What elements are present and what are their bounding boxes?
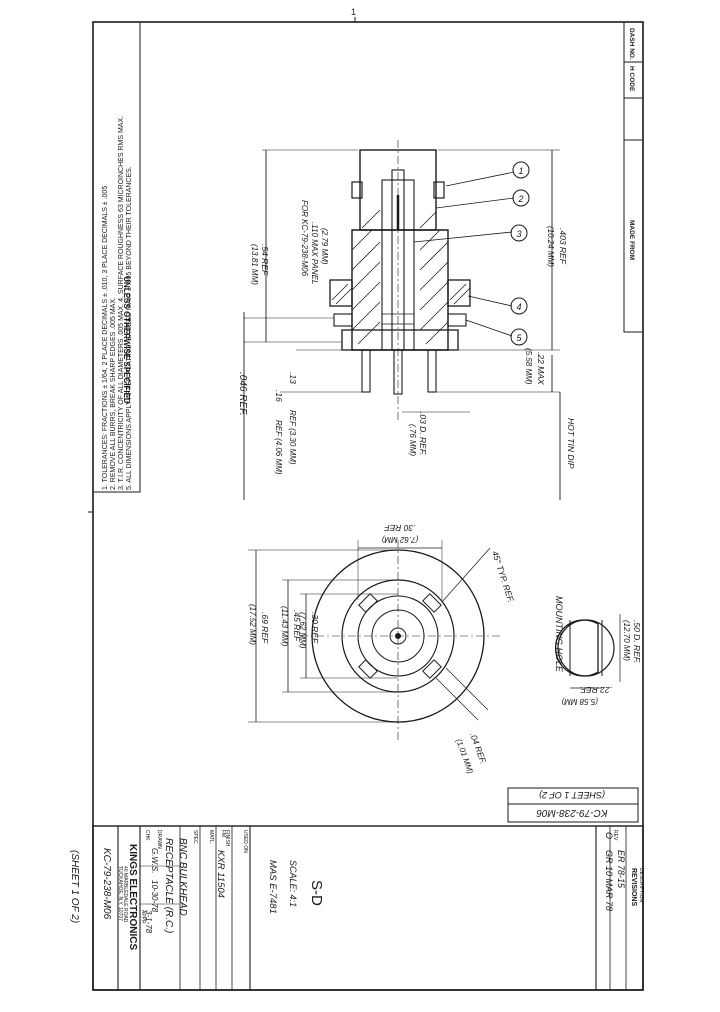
- matl-label: MATL.: [208, 830, 214, 844]
- spec-label: SPEC.: [192, 830, 198, 845]
- company-address-1: 40 MARBLEDALE ROAD: [122, 866, 128, 923]
- finish-label: FINISH: [224, 830, 230, 847]
- overall-height-dim: .403 REF: [558, 228, 568, 265]
- sheet-stamp: (SHEET 1 OF 2) KC-79-238-M06: [507, 787, 639, 823]
- svg-text:4: 4: [516, 302, 521, 312]
- panel-callout-mm: (2.79 MM): [320, 228, 329, 265]
- note-line-4: 5. ALL DIMENSIONS APPLY AFTER PLATING. E…: [126, 166, 133, 490]
- date-drawn: 10-30-78: [150, 880, 159, 913]
- dim-30-top: .30 REF: [384, 523, 416, 533]
- mounting-hole-view: MOUNTING HOLE .50 D. REF. (12.70 MM) .22…: [554, 596, 642, 706]
- angle-dim: 45° TYP. REF.: [490, 550, 516, 604]
- mounting-hole-dia-mm: (12.70 MM): [622, 620, 631, 661]
- svg-text:1: 1: [351, 7, 356, 17]
- header-block: DASH NO. H CODE MADE FROM: [623, 21, 644, 333]
- sheet-border: [92, 21, 644, 991]
- pin-dia-dim: .03 D. REF.: [418, 412, 428, 455]
- balloon-2: 2: [512, 189, 530, 207]
- overall-height-mm: (10.24 MM): [546, 226, 555, 267]
- fm-label: FM: [220, 830, 226, 837]
- top-plan-view: .30 REF (7.62 MM) 45° TYP. REF. .30 REF …: [248, 523, 516, 775]
- dim-45-mm: (11.43 MM): [280, 606, 289, 647]
- pin-dia-mm: (.76 MM): [408, 424, 417, 456]
- made-from-label: MADE FROM: [628, 220, 635, 260]
- balloon-4: 4: [510, 297, 528, 315]
- revisions-sub: DESCRIPTION: [638, 868, 644, 903]
- hot-tin-dip: HOT TIN DIP: [566, 418, 576, 469]
- company-name: KINGS ELECTRONICS: [127, 844, 138, 950]
- balloon-5: 5: [510, 328, 528, 346]
- rev-row-desc: ER 78-15: [616, 850, 626, 889]
- pin-offset-ref: REF (3.30 MM): [288, 410, 297, 465]
- pin-length-dim: .16: [274, 390, 284, 402]
- rev-col-label: REV: [612, 830, 618, 841]
- title-line-2: RECEPTACLE (R.C.): [163, 838, 174, 933]
- mounting-hole-flat: .22 REF.: [580, 685, 612, 695]
- sheet-stamp-sheet: (SHEET 1 OF 2): [539, 790, 605, 800]
- drawn-by: G.W.S.: [150, 848, 159, 873]
- drawing-part-no: KC-79-238-M06: [101, 848, 112, 920]
- mounting-hole-flat-mm: (5.58 MM): [561, 697, 598, 706]
- rev-row-rev: O: [604, 832, 614, 839]
- sheet-stamp-part: KC-79-238-M06: [536, 807, 608, 818]
- checked-label: CHK: [144, 830, 150, 841]
- drawn-label: DRAWN: [156, 830, 162, 849]
- h-code-label: H CODE: [628, 66, 635, 92]
- approved-label: APPR: [140, 910, 146, 924]
- dash-no-label: DASH NO.: [628, 28, 635, 60]
- note-line-1: 1. TOLERANCES: FRACTIONS ± 1/64, 2 PLACE…: [102, 186, 109, 490]
- rev-row-date: GR 10 MAR 78: [604, 850, 614, 911]
- panel-callout-2: .110 MAX PANEL: [310, 222, 319, 284]
- note-line-3: 3. T.I.R. CONCENTRICITY OF ALL DIAMETERS…: [118, 116, 125, 490]
- sheet-bottom: (SHEET 1 OF 2): [69, 850, 80, 923]
- body-section: [351, 229, 449, 351]
- dim-69: .69 REF: [260, 612, 270, 644]
- dim-69-mm: (17.52 MM): [248, 604, 257, 645]
- revisions-title: REVISIONS: [630, 868, 637, 906]
- mounting-hole-dia: .50 D. REF.: [632, 620, 642, 663]
- scale-label: SCALE: 4:1: [288, 860, 298, 907]
- panel-thickness-mm: (5.58 MM): [524, 348, 533, 385]
- dim-30-side-mm: (7.62 MM): [298, 612, 307, 649]
- panel-callout: FOR KC-79-238-M06: [300, 200, 309, 277]
- used-on-label: USED ON: [242, 830, 248, 853]
- title-line-1: BNC BULKHEAD: [177, 838, 188, 916]
- base-ref-dim: .046 REF.: [237, 372, 248, 416]
- balloon-1: 1: [512, 161, 530, 179]
- dim-45: .45 REF: [292, 610, 302, 642]
- size-code: S-D: [308, 880, 325, 906]
- fm-value: KXR 11504: [215, 850, 226, 898]
- pin-offset-dim: .13: [288, 372, 298, 384]
- flange-dim-mm: (13.81 MM): [250, 244, 259, 285]
- panel-thickness-dim: .22 MAX: [536, 352, 546, 385]
- flange-dim: .54 REF: [260, 244, 270, 276]
- notes-heading: UNLESS OTHERWISE SPECIFIED: [122, 276, 131, 404]
- title-block: REVISIONS DESCRIPTION REV O ER 78-15 GR …: [69, 825, 644, 991]
- svg-text:5: 5: [516, 333, 522, 343]
- svg-text:3: 3: [516, 229, 521, 239]
- svg-text:1: 1: [518, 166, 523, 176]
- date-checked: 3-1-78: [144, 910, 153, 934]
- mounting-hole-label: MOUNTING HOLE: [554, 596, 564, 673]
- balloon-3: 3: [510, 224, 528, 242]
- side-section-view: 1 2 3 4 5 .403 REF (10.24 MM) .22 MAX (5…: [237, 140, 576, 500]
- note-line-2: 2. REMOVE ALL BURRS, BREAK SHARP EDGES .…: [110, 297, 117, 490]
- dim-30-side: .30 REF: [310, 612, 320, 644]
- notes-block: 1. TOLERANCES: FRACTIONS ± 1/64, 2 PLACE…: [92, 21, 141, 493]
- company-address-2: TUCKAHOE, N.Y. 10707: [117, 866, 123, 921]
- svg-text:2: 2: [517, 194, 523, 204]
- pin-length-ref: REF (4.06 MM): [274, 420, 283, 475]
- dim-30-top-mm: (7.62 MM): [381, 535, 418, 544]
- spec-ref: MAS E-7481: [267, 860, 278, 914]
